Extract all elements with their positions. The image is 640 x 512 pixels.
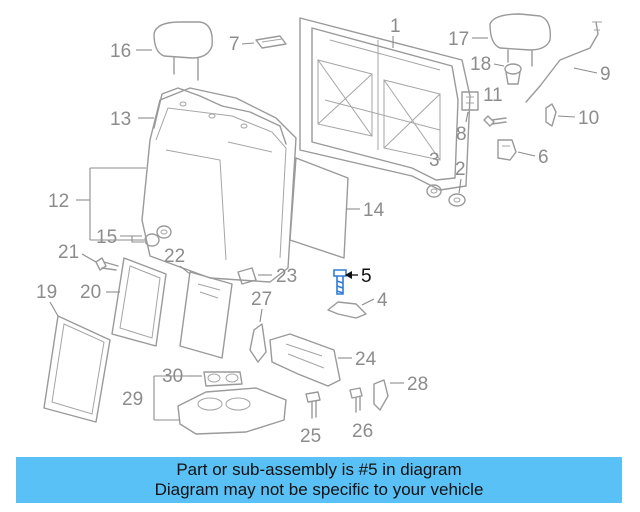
- leader-15: [120, 235, 144, 243]
- callout-15: 15: [96, 227, 117, 248]
- part-10-bracket: [545, 103, 557, 127]
- leader-7: [241, 42, 255, 45]
- part-30-cupholder: [203, 371, 243, 387]
- callout-20: 20: [80, 282, 101, 303]
- part-21-screw: [95, 257, 119, 271]
- part-1-seat-frame: [299, 17, 471, 191]
- leader-4: [361, 298, 375, 306]
- part-5-bolt: [333, 269, 347, 295]
- callout-30: 30: [162, 366, 183, 387]
- part-20-frame: [111, 257, 167, 347]
- callout-10: 10: [578, 108, 599, 129]
- callout-27: 27: [251, 289, 272, 310]
- leader-12: [89, 167, 146, 241]
- leader-18: [493, 63, 505, 67]
- part-9-cable: [525, 21, 602, 103]
- banner-line-1: Part or sub-assembly is #5 in diagram: [176, 460, 462, 479]
- callout-25: 25: [300, 426, 321, 447]
- callout-2: 2: [455, 159, 466, 180]
- callout-4: 4: [377, 290, 388, 311]
- part-3-bushing: [426, 184, 442, 198]
- callout-1: 1: [390, 16, 401, 37]
- part-29-armrest: [177, 387, 287, 435]
- info-banner: Part or sub-assembly is #5 in diagram Di…: [16, 457, 622, 503]
- parts-diagram: 1 2 3 4 5 6 7 8: [36, 13, 611, 447]
- leader-21: [81, 253, 97, 263]
- callout-5: 5: [361, 266, 372, 287]
- callout-7: 7: [229, 34, 240, 55]
- part-23-bumper: [237, 267, 257, 285]
- part-24-hinge: [269, 333, 341, 387]
- part-14-panel: [289, 157, 349, 259]
- leader-9: [573, 67, 598, 74]
- part-27-bracket: [249, 323, 267, 363]
- part-6-clip: [497, 139, 517, 161]
- callout-29: 29: [122, 389, 143, 410]
- part-16-headrest: [153, 21, 213, 81]
- part-4-bracket: [327, 301, 367, 319]
- leader-8: [465, 111, 469, 123]
- callout-17: 17: [448, 29, 469, 50]
- banner-line-2: Diagram may not be specific to your vehi…: [154, 480, 484, 499]
- callout-22: 22: [164, 246, 185, 267]
- callout-19: 19: [36, 282, 57, 303]
- callout-24: 24: [355, 349, 377, 370]
- callout-14: 14: [363, 200, 385, 221]
- leader-2: [458, 178, 462, 194]
- callout-8: 8: [456, 124, 467, 145]
- part-2-grommet: [448, 193, 466, 207]
- callout-12: 12: [48, 191, 69, 212]
- callout-23: 23: [276, 266, 297, 287]
- leader-27: [259, 308, 263, 323]
- leader-5-arrow: [345, 271, 352, 279]
- part-18-guide: [504, 63, 522, 85]
- leader-22: [179, 265, 191, 275]
- part-8-bezel: [461, 91, 479, 111]
- callout-26: 26: [352, 421, 373, 442]
- part-19-panel: [43, 315, 111, 423]
- callout-16: 16: [110, 41, 131, 62]
- callout-18: 18: [470, 54, 491, 75]
- part-22-trim: [179, 271, 233, 359]
- callout-9: 9: [600, 64, 611, 85]
- part-26-bolt: [349, 387, 363, 413]
- part-25-bolt: [305, 391, 321, 419]
- part-11-screw: [483, 115, 507, 127]
- leader-19: [49, 301, 59, 317]
- callout-21: 21: [58, 242, 79, 263]
- callout-28: 28: [407, 374, 428, 395]
- leader-6: [517, 151, 536, 157]
- callout-11: 11: [483, 85, 503, 106]
- part-28-latch: [373, 379, 389, 411]
- part-13-seat-cover: [153, 87, 287, 145]
- part-7-pad: [255, 35, 287, 49]
- callout-6: 6: [538, 147, 549, 168]
- leader-10: [557, 115, 576, 118]
- callout-3: 3: [429, 150, 440, 171]
- part-17-headrest: [489, 13, 551, 67]
- part-15-washers: [144, 225, 172, 247]
- callout-13: 13: [110, 109, 131, 130]
